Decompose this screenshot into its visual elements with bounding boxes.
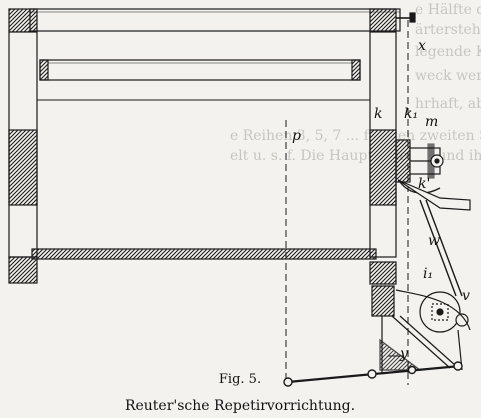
svg-text:weck werden die Lochreihe der: weck werden die Lochreihe der Karten ers… [415, 68, 481, 84]
label-x: x [418, 38, 426, 54]
right-bottom-block [369, 261, 397, 285]
left-top-block [8, 8, 38, 33]
figure-number: Fig. 5. [219, 372, 261, 387]
k-block [395, 139, 411, 183]
label-w: w [428, 233, 440, 249]
label-k-prime: k' [418, 176, 430, 192]
right-lower-block [371, 285, 395, 317]
bottom-board [31, 248, 377, 260]
frame-drawing [8, 8, 471, 387]
left-post-hatch [8, 129, 38, 206]
svg-text:e Reihen 3, 5, 7 ... für den z: e Reihen 3, 5, 7 ... für den zweiten Sch… [230, 128, 481, 144]
left-bottom-block [8, 256, 38, 284]
diagram-labels: x p k k₁ m k' w i₁ v y [292, 38, 470, 362]
right-top-block [369, 8, 397, 33]
figure-title: Reuter'sche Repetirvorrichtung. [125, 398, 355, 414]
label-k1: k₁ [404, 106, 418, 122]
right-post-hatch [369, 129, 397, 206]
figure-caption: Fig. 5. Reuter'sche Repetirvorrichtung. [125, 372, 355, 414]
label-k: k [374, 106, 382, 122]
label-p: p [292, 128, 301, 144]
link-rod-w [419, 199, 457, 297]
svg-text:ärterstehend ist die Karte fik: ärterstehend ist die Karte fiktiv aufges… [415, 22, 481, 38]
svg-text:e Hälfte der Karten, während d: e Hälfte der Karten, während die andere.… [415, 2, 481, 18]
label-y: y [399, 346, 409, 362]
svg-text:legende Kartenbeschreibung Fig: legende Kartenbeschreibung Fig. 11 zeigt… [415, 44, 481, 60]
label-m: m [425, 114, 438, 130]
label-v: v [462, 288, 470, 304]
label-i1: i₁ [423, 266, 433, 282]
svg-text:hrhaft, abschinkt und arbeiten: hrhaft, abschinkt und arbeiten für den e… [415, 96, 481, 112]
